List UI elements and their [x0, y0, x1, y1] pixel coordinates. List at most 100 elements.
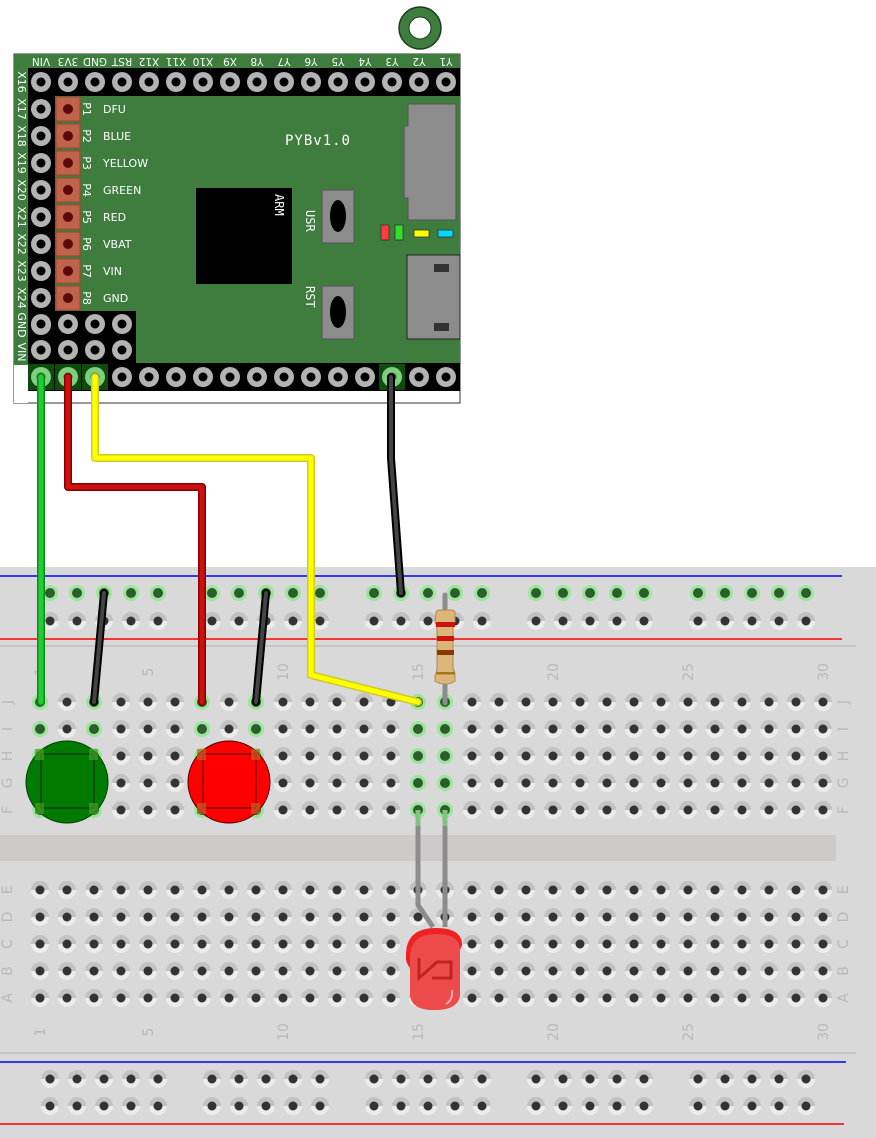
- hole-I30[interactable]: [814, 720, 832, 738]
- hole-B8[interactable]: [220, 962, 238, 980]
- pin-bottom-x8[interactable]: [220, 367, 240, 387]
- hole-F26[interactable]: [706, 801, 724, 819]
- hole-F5[interactable]: [139, 801, 157, 819]
- rail-bottom-pos-22[interactable]: [716, 1097, 734, 1115]
- hole-J22[interactable]: [598, 693, 616, 711]
- hole-H23[interactable]: [625, 747, 643, 765]
- hole-D25[interactable]: [679, 908, 697, 926]
- rail-top-neg-1[interactable]: [42, 585, 58, 601]
- rail-top-pos-17[interactable]: [554, 612, 572, 630]
- rail-bottom-pos-7[interactable]: [230, 1097, 248, 1115]
- hole-H29[interactable]: [787, 747, 805, 765]
- hole-J19[interactable]: [517, 693, 535, 711]
- hole-J2[interactable]: [58, 693, 76, 711]
- hole-A2[interactable]: [58, 989, 76, 1007]
- black-wire-gnd[interactable]: [387, 373, 405, 597]
- hole-A23[interactable]: [625, 989, 643, 1007]
- pin-top-y6[interactable]: [301, 72, 321, 92]
- rail-top-pos-13[interactable]: [419, 612, 437, 630]
- hole-E19[interactable]: [517, 881, 535, 899]
- rail-top-neg-11[interactable]: [366, 585, 382, 601]
- pin-bottom-y10[interactable]: [274, 367, 294, 387]
- hole-I24[interactable]: [652, 720, 670, 738]
- hole-C26[interactable]: [706, 935, 724, 953]
- rail-top-neg-19[interactable]: [609, 585, 625, 601]
- hole-F19[interactable]: [517, 801, 535, 819]
- hole-B6[interactable]: [166, 962, 184, 980]
- hole-H4[interactable]: [112, 747, 130, 765]
- rail-top-pos-20[interactable]: [635, 612, 653, 630]
- hole-B3[interactable]: [85, 962, 103, 980]
- hole-D29[interactable]: [787, 908, 805, 926]
- hole-D30[interactable]: [814, 908, 832, 926]
- hole-F11[interactable]: [301, 801, 319, 819]
- black-wire-button1[interactable]: [90, 589, 108, 706]
- hole-A7[interactable]: [193, 989, 211, 1007]
- rail-top-pos-9[interactable]: [284, 612, 302, 630]
- hole-G4[interactable]: [112, 774, 130, 792]
- hole-I21[interactable]: [571, 720, 589, 738]
- hole-I23[interactable]: [625, 720, 643, 738]
- rail-bottom-pos-19[interactable]: [608, 1097, 626, 1115]
- hole-D18[interactable]: [490, 908, 508, 926]
- hole-I25[interactable]: [679, 720, 697, 738]
- rail-bottom-neg-8[interactable]: [257, 1070, 275, 1088]
- hole-F30[interactable]: [814, 801, 832, 819]
- rail-top-pos-6[interactable]: [203, 612, 221, 630]
- hole-E2[interactable]: [58, 881, 76, 899]
- pin-power-1-2[interactable]: [85, 340, 105, 360]
- hole-G12[interactable]: [328, 774, 346, 792]
- hole-E30[interactable]: [814, 881, 832, 899]
- hole-D8[interactable]: [220, 908, 238, 926]
- hole-F20[interactable]: [544, 801, 562, 819]
- rail-bottom-neg-11[interactable]: [365, 1070, 383, 1088]
- hole-E14[interactable]: [382, 881, 400, 899]
- rail-bottom-pos-23[interactable]: [743, 1097, 761, 1115]
- hole-B29[interactable]: [787, 962, 805, 980]
- hole-C25[interactable]: [679, 935, 697, 953]
- rail-top-neg-20[interactable]: [636, 585, 652, 601]
- rail-top-neg-14[interactable]: [447, 585, 463, 601]
- green-button[interactable]: [25, 740, 109, 824]
- hole-J27[interactable]: [733, 693, 751, 711]
- hole-B1[interactable]: [31, 962, 49, 980]
- hole-H17[interactable]: [463, 747, 481, 765]
- pin-bottom-y11[interactable]: [301, 367, 321, 387]
- hole-G26[interactable]: [706, 774, 724, 792]
- hole-G20[interactable]: [544, 774, 562, 792]
- hole-C23[interactable]: [625, 935, 643, 953]
- hole-A13[interactable]: [355, 989, 373, 1007]
- hole-E4[interactable]: [112, 881, 130, 899]
- hole-D4[interactable]: [112, 908, 130, 926]
- rail-bottom-neg-3[interactable]: [95, 1070, 113, 1088]
- rail-bottom-pos-21[interactable]: [689, 1097, 707, 1115]
- rail-bottom-pos-1[interactable]: [41, 1097, 59, 1115]
- pin-power-0-3[interactable]: [112, 314, 132, 334]
- hole-I4[interactable]: [112, 720, 130, 738]
- hole-A20[interactable]: [544, 989, 562, 1007]
- hole-C7[interactable]: [193, 935, 211, 953]
- hole-C20[interactable]: [544, 935, 562, 953]
- hole-E11[interactable]: [301, 881, 319, 899]
- hole-C1[interactable]: [31, 935, 49, 953]
- rail-bottom-neg-2[interactable]: [68, 1070, 86, 1088]
- hole-B24[interactable]: [652, 962, 670, 980]
- hole-I27[interactable]: [733, 720, 751, 738]
- pin-top-y4[interactable]: [355, 72, 375, 92]
- rail-top-pos-18[interactable]: [581, 612, 599, 630]
- rail-top-pos-22[interactable]: [716, 612, 734, 630]
- hole-G28[interactable]: [760, 774, 778, 792]
- hole-D24[interactable]: [652, 908, 670, 926]
- hole-F14[interactable]: [382, 801, 400, 819]
- hole-B25[interactable]: [679, 962, 697, 980]
- hole-C3[interactable]: [85, 935, 103, 953]
- hole-H13[interactable]: [355, 747, 373, 765]
- hole-J18[interactable]: [490, 693, 508, 711]
- hole-I15[interactable]: [410, 721, 426, 737]
- hole-I11[interactable]: [301, 720, 319, 738]
- hole-F13[interactable]: [355, 801, 373, 819]
- hole-H16[interactable]: [437, 748, 453, 764]
- pin-bottom-x6[interactable]: [166, 367, 186, 387]
- hole-E9[interactable]: [247, 881, 265, 899]
- usr-button-cap[interactable]: [330, 200, 346, 232]
